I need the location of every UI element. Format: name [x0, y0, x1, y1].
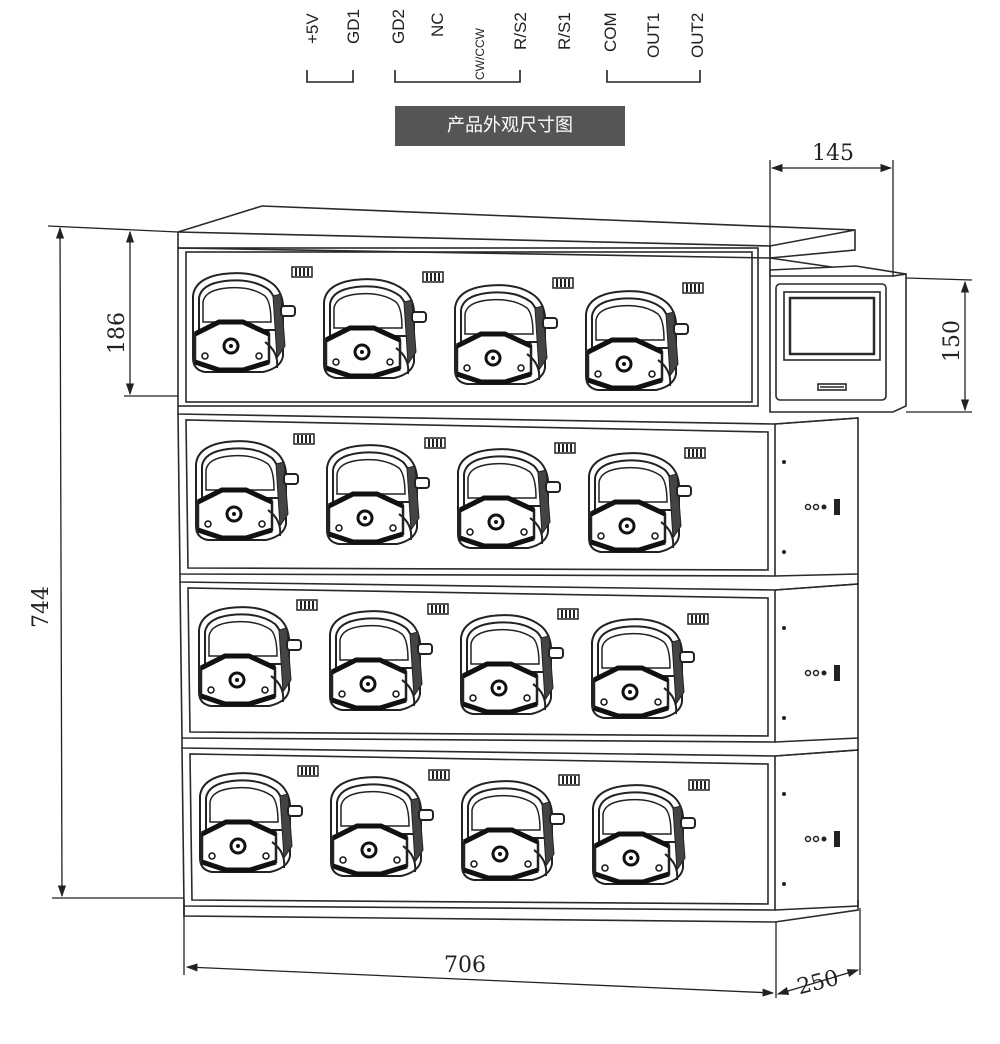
pump-heads — [193, 273, 695, 884]
dim-panel-height: 150 — [940, 320, 965, 362]
side-connectors — [781, 459, 841, 887]
pin-label-nc: NC — [428, 12, 447, 37]
dim-height-total: 744 — [29, 586, 54, 628]
indicator-blocks — [291, 266, 710, 791]
dim-depth: 250 — [795, 966, 842, 1000]
pin-label-rs1: R/S1 — [555, 12, 574, 50]
control-panel — [769, 257, 907, 413]
dimension-lines — [47, 160, 973, 998]
pin-label-out1: OUT1 — [644, 12, 663, 58]
pin-label-5v: +5V — [303, 13, 322, 44]
pin-brackets — [306, 70, 701, 83]
dimension-values: 706 250 744 186 145 150 — [29, 141, 965, 1000]
dim-panel-depth: 145 — [812, 141, 854, 166]
dim-height-top: 186 — [105, 312, 130, 354]
pin-label-com: COM — [601, 12, 620, 52]
pin-label-out2: OUT2 — [688, 12, 707, 58]
dim-width: 706 — [444, 953, 486, 978]
pin-label-gd1: GD1 — [344, 9, 363, 44]
drawing-title: 产品外观尺寸图 — [395, 106, 625, 146]
pin-label-rs2: R/S2 — [511, 12, 530, 50]
pin-label-gd2: GD2 — [389, 9, 408, 44]
cabinet — [177, 205, 859, 923]
pin-label-cw-ccw: CW/CCW — [473, 28, 487, 80]
